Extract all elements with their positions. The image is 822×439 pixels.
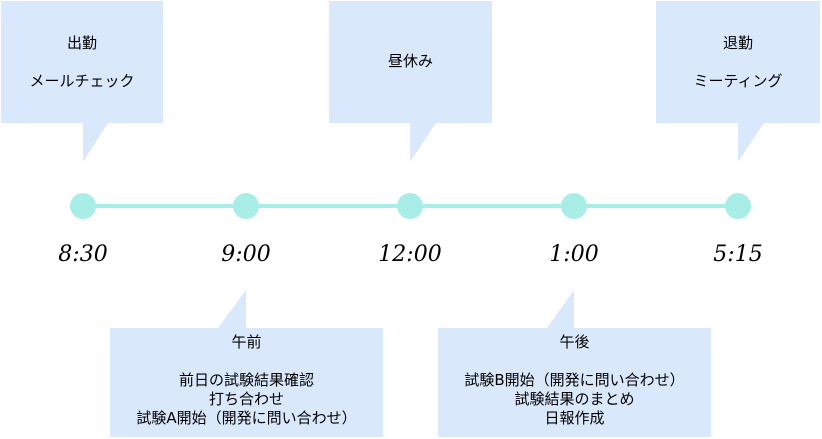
callout-end-line-1: ミーティング	[693, 72, 783, 90]
callout-end-shape	[656, 1, 820, 162]
callout-end-text: 退勤 ミーティング	[656, 34, 820, 91]
callout-afternoon-text: 午後 試験B開始（開発に問い合わせ） 試験結果のまとめ 日報作成	[438, 333, 711, 428]
time-label-0515: 5:15	[713, 242, 763, 267]
callout-start-line-1: メールチェック	[29, 72, 135, 90]
timeline-dot-0515	[725, 193, 751, 219]
callout-afternoon-line-3: 日報作成	[544, 409, 605, 427]
callout-end-title: 退勤	[722, 34, 753, 52]
timeline-dot-0900	[233, 193, 259, 219]
timeline-dot-1200	[397, 193, 423, 219]
callout-afternoon-title: 午後	[559, 333, 590, 351]
callout-lunch-shape	[329, 1, 492, 162]
callout-morning-shape	[110, 290, 383, 437]
timeline-dot-0830	[70, 193, 96, 219]
callout-afternoon-line-2: 試験結果のまとめ	[514, 390, 635, 408]
callout-lunch-text: 昼休み	[329, 52, 492, 71]
callout-start-shape	[1, 1, 163, 162]
callout-morning-text: 午前 前日の試験結果確認 打ち合わせ 試験A開始（開発に問い合わせ）	[110, 333, 383, 428]
callout-afternoon-line-1: 試験B開始（開発に問い合わせ）	[464, 371, 685, 389]
time-label-0100: 1:00	[549, 242, 599, 267]
callout-lunch-title: 昼休み	[387, 52, 433, 70]
timeline-dot-0100	[561, 193, 587, 219]
callout-morning-line-1: 前日の試験結果確認	[178, 371, 314, 389]
time-label-0900: 9:00	[221, 242, 271, 267]
time-label-0830: 8:30	[58, 242, 108, 267]
callout-morning-line-3: 試験A開始（開発に問い合わせ）	[136, 409, 357, 427]
callout-start-title: 出勤	[66, 34, 97, 52]
callout-afternoon-shape	[438, 290, 711, 437]
callout-morning-title: 午前	[231, 333, 262, 351]
callout-start-text: 出勤 メールチェック	[1, 34, 163, 91]
callout-morning-line-2: 打ち合わせ	[208, 390, 284, 408]
time-label-1200: 12:00	[378, 242, 442, 267]
